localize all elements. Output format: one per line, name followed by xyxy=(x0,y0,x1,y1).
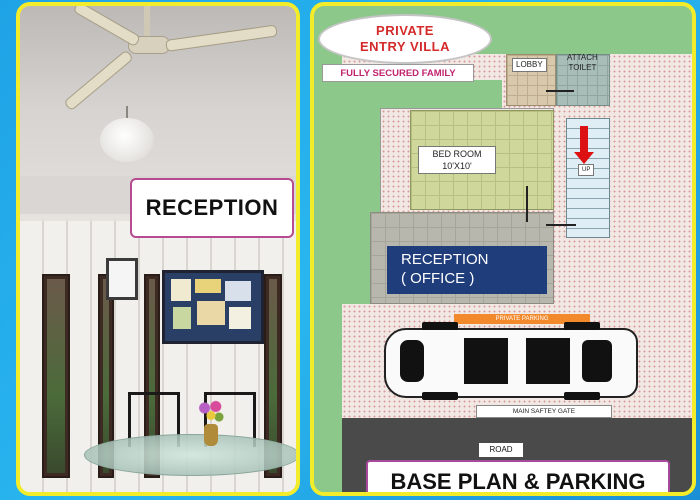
attach-toilet-line2: TOILET xyxy=(568,63,597,72)
glass-table xyxy=(84,434,296,476)
base-plan-banner: BASE PLAN & PARKING xyxy=(366,460,670,492)
reception-office-label: RECEPTION ( OFFICE ) xyxy=(387,246,547,294)
attach-toilet-line1: ATTACH xyxy=(567,53,598,62)
ceiling-fan-rod xyxy=(144,6,150,38)
floor-plan-panel: LOBBY ATTACH TOILET BED ROOM 10'X10' UP … xyxy=(310,2,696,496)
wall-certificate-frame xyxy=(106,258,138,300)
lobby-label: LOBBY xyxy=(512,58,547,72)
private-parking-label: PRIVATE PARKING xyxy=(454,314,590,324)
bed-room-size: 10'X10' xyxy=(442,161,472,171)
paper-lamp-icon xyxy=(100,118,154,162)
reception-label: RECEPTION xyxy=(130,178,294,238)
bed-room-label: BED ROOM 10'X10' xyxy=(418,146,496,174)
lobby-arrow-icon xyxy=(546,90,574,92)
villa-title-line2: ENTRY VILLA xyxy=(359,39,450,54)
bed-room-name: BED ROOM xyxy=(432,149,482,159)
wall-window xyxy=(98,274,114,478)
attach-toilet xyxy=(556,54,610,106)
wall-window xyxy=(42,274,70,478)
vase-icon xyxy=(204,424,218,446)
reception-office-line2: ( OFFICE ) xyxy=(401,270,475,287)
chair xyxy=(128,392,180,447)
flowers-icon xyxy=(195,396,227,426)
bedroom-arrow-icon xyxy=(526,186,528,222)
staircase xyxy=(566,118,610,238)
wall-window xyxy=(264,274,282,478)
villa-title-line1: PRIVATE xyxy=(376,23,434,38)
reception-office-line1: RECEPTION xyxy=(401,251,489,268)
reception-arrow-icon xyxy=(546,224,576,226)
road-label: ROAD xyxy=(479,443,523,457)
attach-toilet-label: ATTACH TOILET xyxy=(564,52,601,74)
wall-window xyxy=(144,274,160,478)
stairs-down-arrow-icon xyxy=(574,126,594,164)
main-safety-gate-label: MAIN SAFTEY GATE xyxy=(476,405,612,418)
car-icon xyxy=(384,322,638,400)
villa-subtitle: FULLY SECURED FAMILY xyxy=(322,64,474,82)
stairs-up-label: UP xyxy=(578,164,595,176)
lamp-rod xyxy=(126,106,128,120)
reception-photo-panel: RECEPTION xyxy=(16,2,300,496)
lawn-upper-left xyxy=(342,80,502,108)
notice-board xyxy=(162,270,264,344)
villa-title: PRIVATE ENTRY VILLA xyxy=(318,14,492,64)
